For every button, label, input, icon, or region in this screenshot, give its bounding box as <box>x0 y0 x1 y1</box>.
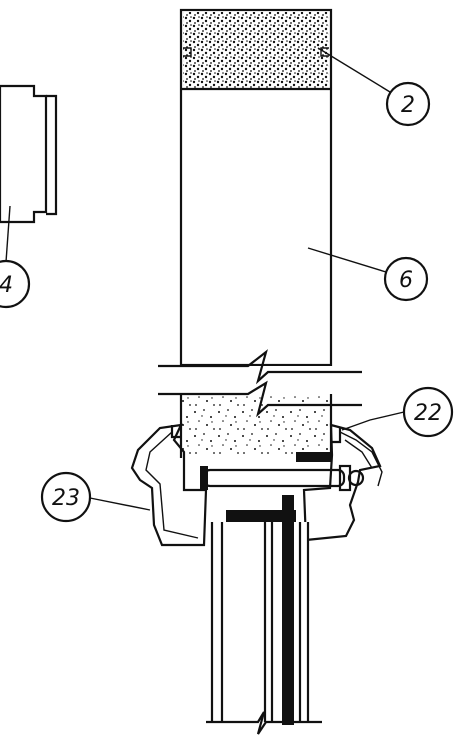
callout-label-6: 6 <box>399 268 413 293</box>
wood-section <box>0 84 58 224</box>
leader-22 <box>341 411 405 431</box>
callout-4: 4 <box>0 259 31 309</box>
leader-6 <box>307 247 387 273</box>
callout-23: 23 <box>40 471 92 523</box>
callout-circle <box>383 256 429 302</box>
callout-circle <box>0 259 31 309</box>
panel-lower <box>179 394 333 462</box>
frame-profile-right <box>302 423 383 542</box>
gasket-strip <box>296 452 332 462</box>
lower-mullion <box>206 495 322 735</box>
leader-lines <box>5 47 405 511</box>
leader-23 <box>89 497 151 511</box>
fastener-spring <box>200 464 365 492</box>
leader-2 <box>317 47 391 93</box>
callout-6: 6 <box>383 256 429 302</box>
callout-circle <box>385 81 431 127</box>
callout-label-22: 22 <box>414 401 442 426</box>
callout-22: 22 <box>402 386 454 438</box>
callout-label-4: 4 <box>0 273 13 298</box>
callout-2: 2 <box>385 81 431 127</box>
callout-label-2: 2 <box>401 93 415 118</box>
panel-upper <box>179 8 333 367</box>
leader-4 <box>5 205 11 263</box>
frame-profile-left <box>130 423 208 547</box>
callout-circle <box>40 471 92 523</box>
break-line <box>158 349 362 418</box>
callout-circle <box>402 386 454 438</box>
top-dense-layer <box>183 12 329 88</box>
callout-label-23: 23 <box>52 486 80 511</box>
